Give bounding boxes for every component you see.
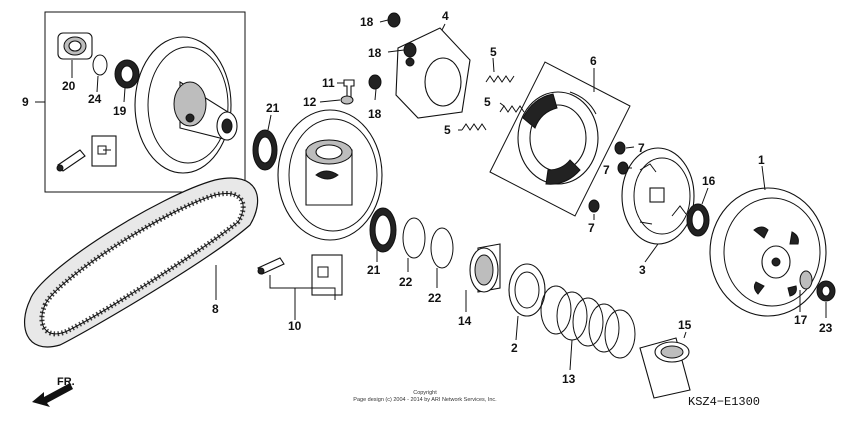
clutch-outer-part[interactable] bbox=[709, 187, 827, 317]
washer-21-lower-part[interactable] bbox=[369, 207, 397, 253]
callout-5c: 5 bbox=[444, 123, 451, 137]
callout-20: 20 bbox=[62, 79, 76, 93]
callout-2: 2 bbox=[511, 341, 518, 355]
callout-12: 12 bbox=[303, 95, 317, 109]
callout-21a: 21 bbox=[266, 101, 280, 115]
face-label-part[interactable] bbox=[311, 254, 343, 296]
callout-1: 1 bbox=[758, 153, 765, 167]
movable-drive-face-part[interactable] bbox=[134, 36, 238, 174]
bolt-7a-part[interactable] bbox=[614, 141, 626, 155]
callout-9: 9 bbox=[22, 95, 29, 109]
nut-18b-part[interactable] bbox=[403, 42, 417, 58]
collar-part[interactable] bbox=[469, 243, 501, 293]
callout-14: 14 bbox=[458, 314, 472, 328]
drive-plate-part[interactable] bbox=[621, 147, 695, 245]
callout-5a: 5 bbox=[490, 45, 497, 59]
callout-22b: 22 bbox=[428, 291, 442, 305]
callout-labels: 1 2 3 4 5 5 5 6 7 7 7 8 9 10 11 12 13 14… bbox=[22, 9, 833, 386]
callout-7b: 7 bbox=[603, 163, 610, 177]
callout-4: 4 bbox=[442, 9, 449, 23]
front-label: FR. bbox=[57, 376, 75, 388]
nut-23-part[interactable] bbox=[816, 280, 836, 302]
nut-18a-part[interactable] bbox=[387, 12, 401, 28]
copyright-line-2: Page design (c) 2004 - 2014 by ARI Netwo… bbox=[353, 397, 497, 403]
callout-24: 24 bbox=[88, 92, 102, 106]
seal-collar-part[interactable] bbox=[639, 337, 691, 399]
callout-21b: 21 bbox=[367, 263, 381, 277]
snap-ring-part[interactable] bbox=[92, 54, 108, 76]
grease-label-part[interactable] bbox=[91, 135, 117, 167]
slider-pin-part[interactable] bbox=[56, 149, 86, 172]
washer-12-part[interactable] bbox=[340, 95, 354, 105]
leader-lines bbox=[35, 19, 827, 371]
spring-5c-part[interactable] bbox=[461, 123, 487, 131]
callout-18b: 18 bbox=[368, 46, 382, 60]
clutch-weight-set-box bbox=[489, 61, 631, 217]
movable-drive-face-assembly-box bbox=[44, 11, 246, 193]
callout-6: 6 bbox=[590, 54, 597, 68]
seat-spring-part[interactable] bbox=[508, 263, 546, 317]
oil-seal-part[interactable] bbox=[114, 59, 140, 89]
callout-7c: 7 bbox=[588, 221, 595, 235]
washer-22-part[interactable] bbox=[402, 217, 426, 259]
callout-22a: 22 bbox=[399, 275, 413, 289]
diagram-code: KSZ4−E1300 bbox=[688, 395, 760, 409]
washer-17-part[interactable] bbox=[799, 270, 813, 290]
face-pin-part[interactable] bbox=[257, 257, 285, 275]
callout-15: 15 bbox=[678, 318, 692, 332]
callout-11: 11 bbox=[322, 76, 335, 90]
thrust-washer-part[interactable] bbox=[252, 129, 278, 171]
spring-5a-part[interactable] bbox=[485, 75, 515, 83]
needle-bearing-part[interactable] bbox=[57, 32, 93, 60]
front-direction-indicator: FR. bbox=[32, 376, 75, 407]
callout-16: 16 bbox=[702, 174, 716, 188]
nut-18c-part[interactable] bbox=[368, 74, 382, 90]
callout-23: 23 bbox=[819, 321, 833, 335]
bolt-7b-part[interactable] bbox=[617, 161, 629, 175]
copyright-line-1: Copyright bbox=[413, 390, 437, 396]
callout-13: 13 bbox=[562, 372, 576, 386]
bolt-7c-part[interactable] bbox=[588, 199, 600, 213]
drive-face-part[interactable] bbox=[277, 109, 383, 241]
callout-7a: 7 bbox=[638, 141, 645, 155]
clutch-weight-part[interactable] bbox=[517, 91, 599, 185]
clutch-plate-part[interactable] bbox=[395, 27, 471, 119]
drive-belt-part[interactable] bbox=[23, 177, 259, 348]
callout-18c: 18 bbox=[368, 107, 382, 121]
screw-11-part[interactable] bbox=[343, 79, 355, 99]
callout-17: 17 bbox=[794, 313, 808, 327]
callout-5b: 5 bbox=[484, 95, 491, 109]
callout-18a: 18 bbox=[360, 15, 374, 29]
callout-8: 8 bbox=[212, 302, 219, 316]
washer-22b-part[interactable] bbox=[430, 227, 454, 269]
callout-10: 10 bbox=[288, 319, 302, 333]
callout-19: 19 bbox=[113, 104, 127, 118]
callout-3: 3 bbox=[639, 263, 646, 277]
front-arrow-icon bbox=[32, 383, 73, 407]
washer-16-part[interactable] bbox=[686, 203, 710, 237]
driven-face-spring-part[interactable] bbox=[540, 285, 636, 359]
